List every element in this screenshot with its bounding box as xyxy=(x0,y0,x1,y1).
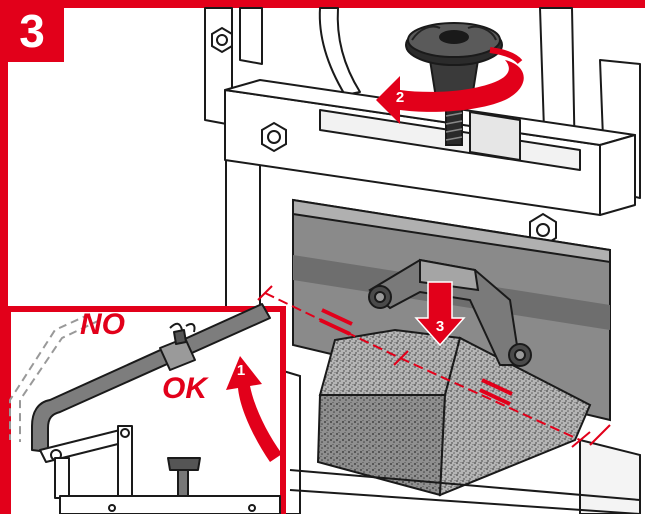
rotate-arrow-icon xyxy=(376,47,524,124)
frame-top-border xyxy=(0,0,645,8)
callout-1: 1 xyxy=(236,362,246,379)
equals-sign-icon xyxy=(319,308,513,406)
machine-frame xyxy=(204,7,641,451)
label-no: NO xyxy=(80,308,125,341)
inset-panel xyxy=(5,303,286,514)
frame-left-border xyxy=(0,0,8,514)
hex-bolt-icon xyxy=(211,26,557,248)
stone-block xyxy=(316,328,592,497)
adjustment-knob xyxy=(405,22,503,146)
callout-2: 2 xyxy=(395,89,405,106)
down-arrow-icon xyxy=(414,281,466,347)
curved-up-arrow-icon xyxy=(226,356,282,462)
dimension-lines xyxy=(257,285,611,448)
callout-3: 3 xyxy=(435,318,445,335)
label-ok: OK xyxy=(162,372,207,405)
step-number-badge: 3 xyxy=(0,0,64,62)
